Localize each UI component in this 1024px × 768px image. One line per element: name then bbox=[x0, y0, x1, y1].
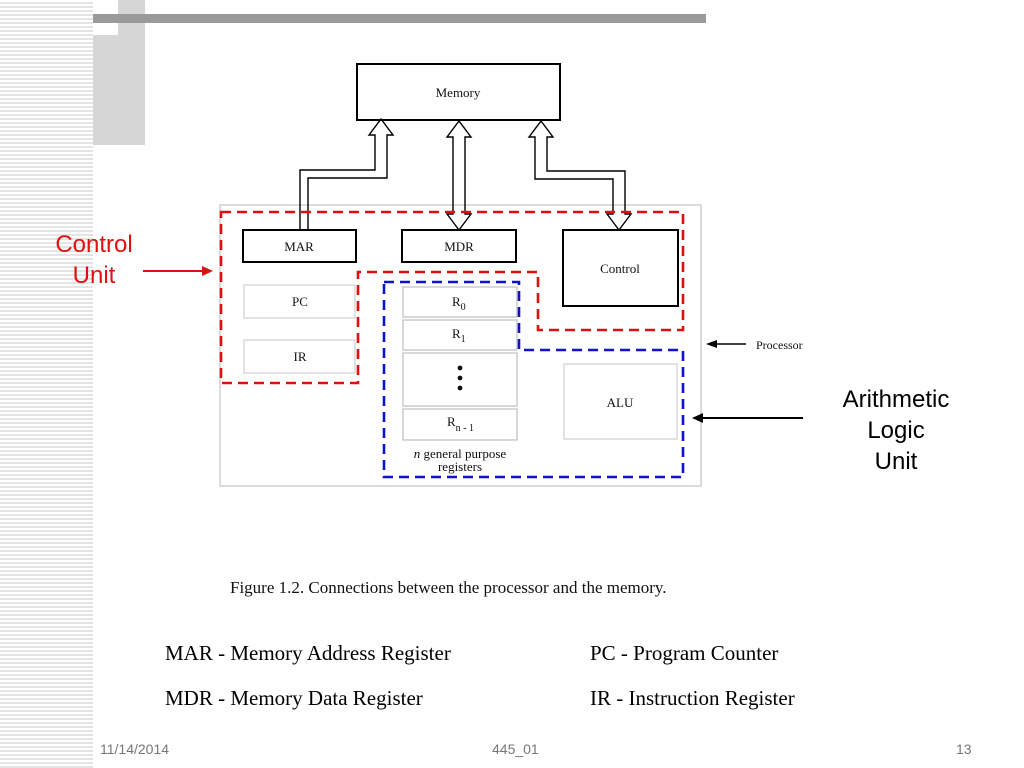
control-unit-callout-arrow-head bbox=[202, 266, 213, 276]
control-unit-outline bbox=[219, 210, 685, 385]
ellipsis-dot bbox=[457, 375, 463, 381]
mar-bus-arrow bbox=[299, 117, 395, 230]
register-rn-1-label: Rn - 1 bbox=[447, 414, 474, 434]
register-r1-label: R1 bbox=[452, 326, 466, 345]
title-rule bbox=[93, 14, 706, 23]
alu-callout: Arithmetic Logic Unit bbox=[842, 386, 950, 475]
ellipsis-dot bbox=[457, 385, 463, 391]
left-stripe-decoration bbox=[0, 0, 93, 768]
registers-caption-line1: n general purpose bbox=[414, 446, 507, 461]
bus-arrows bbox=[299, 117, 633, 232]
register-rn-1 bbox=[402, 408, 518, 441]
figure-caption: Figure 1.2. Connections between the proc… bbox=[230, 578, 667, 597]
alu-callout-arrow-head bbox=[692, 413, 703, 423]
mar-box bbox=[242, 229, 357, 263]
control-box bbox=[562, 229, 679, 307]
footer-date: 11/14/2014 bbox=[100, 741, 170, 757]
control-bus-arrow bbox=[527, 119, 633, 232]
pc-box bbox=[243, 284, 356, 319]
register-file: R0 R1 Rn - 1 n general purpose registers bbox=[402, 286, 518, 474]
registers-caption-line2: registers bbox=[438, 459, 482, 474]
control-label: Control bbox=[600, 261, 640, 276]
alu-box bbox=[563, 363, 678, 440]
footer-course: 445_01 bbox=[492, 741, 539, 757]
ir-box bbox=[243, 339, 356, 374]
register-r0 bbox=[402, 286, 518, 318]
control-unit-callout: Control Unit bbox=[55, 231, 133, 289]
alu-label: ALU bbox=[607, 395, 634, 410]
legend-mdr: MDR - Memory Data Register bbox=[165, 686, 423, 710]
alu-outline bbox=[382, 280, 685, 479]
register-r1 bbox=[402, 319, 518, 351]
memory-box bbox=[356, 63, 561, 121]
register-r0-label: R0 bbox=[452, 294, 466, 313]
processor-arrow-head bbox=[706, 340, 717, 348]
mdr-label: MDR bbox=[444, 239, 474, 254]
mdr-box bbox=[401, 229, 517, 263]
legend-pc: PC - Program Counter bbox=[590, 641, 779, 665]
footer-page-number: 13 bbox=[956, 741, 972, 757]
mar-label: MAR bbox=[284, 239, 314, 254]
pc-label: PC bbox=[292, 294, 308, 309]
legend-mar: MAR - Memory Address Register bbox=[165, 641, 451, 665]
processor-label: Processor bbox=[756, 338, 803, 352]
ir-label: IR bbox=[294, 349, 307, 364]
memory-label: Memory bbox=[436, 85, 481, 100]
mdr-bus-arrow bbox=[445, 119, 473, 232]
legend-ir: IR - Instruction Register bbox=[590, 686, 795, 710]
ellipsis-dot bbox=[457, 365, 463, 371]
